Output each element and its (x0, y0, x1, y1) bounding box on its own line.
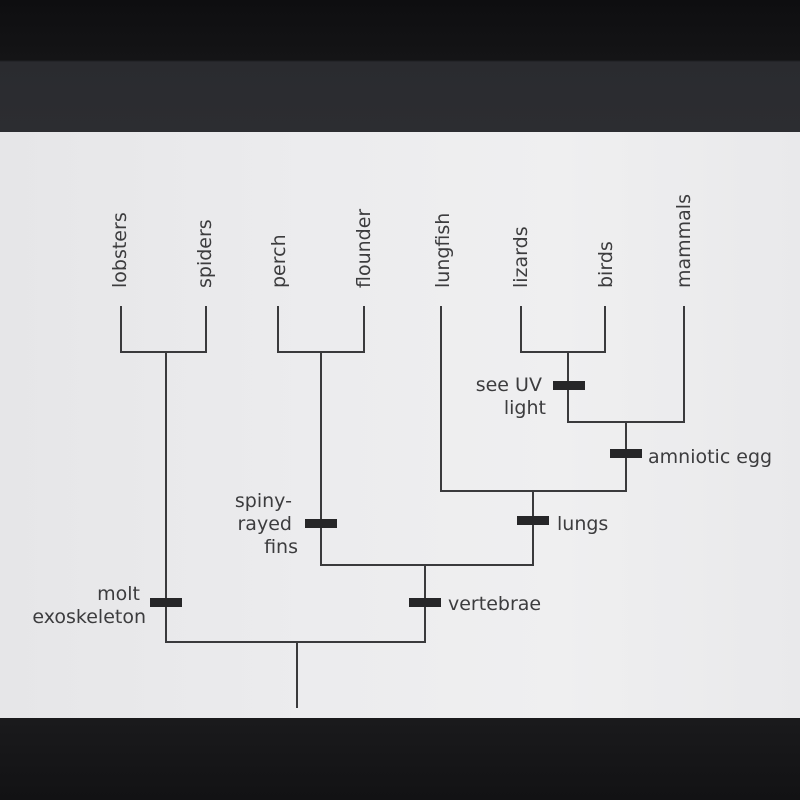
label-see-uv-light: see UV light (476, 374, 548, 419)
taxon-mammals: mammals (673, 194, 695, 288)
trait-bar-see-uv-light (553, 381, 585, 390)
label-lungs: lungs (557, 513, 608, 535)
label-spiny-rayed-fins: spiny- rayed fins (235, 490, 298, 558)
diagram-sheet (0, 132, 800, 718)
trait-bar-amniotic-egg (610, 449, 642, 458)
tree-branches (120, 306, 685, 708)
taxon-perch: perch (268, 234, 290, 288)
taxon-lizards: lizards (510, 226, 532, 288)
trait-bar-molt-exoskeleton (150, 598, 182, 607)
label-amniotic-egg: amniotic egg (648, 446, 772, 468)
trait-bar-lungs (517, 516, 549, 525)
taxon-birds: birds (595, 241, 617, 288)
trait-bar-vertebrae (409, 598, 441, 607)
taxon-flounder: flounder (353, 209, 375, 288)
taxon-lungfish: lungfish (432, 213, 454, 288)
label-vertebrae: vertebrae (448, 593, 541, 615)
taxon-spiders: spiders (194, 219, 216, 288)
taxon-lobsters: lobsters (109, 212, 131, 288)
label-molt-exoskeleton: molt exoskeleton (32, 583, 146, 628)
trait-bar-spiny-rayed-fins (305, 519, 337, 528)
